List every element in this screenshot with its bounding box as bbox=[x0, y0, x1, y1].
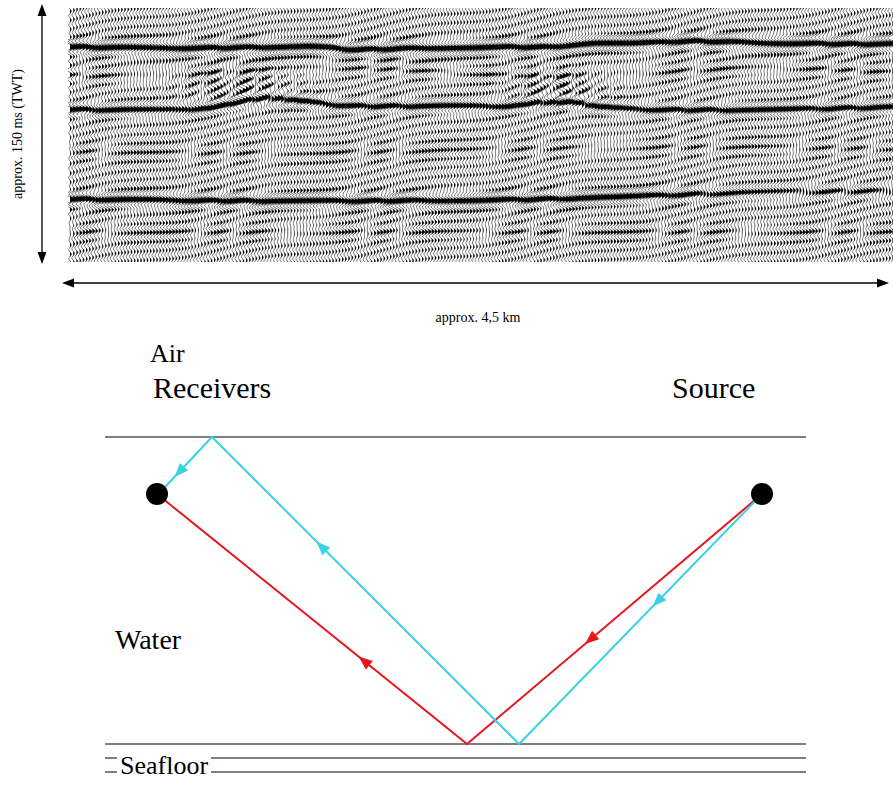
trace-wiggle bbox=[801, 8, 812, 262]
trace-wiggle bbox=[252, 8, 260, 262]
receiver-dot bbox=[146, 483, 168, 505]
trace-wiggle bbox=[819, 8, 826, 262]
trace-wiggle bbox=[689, 8, 699, 262]
trace-wiggle bbox=[353, 8, 364, 262]
trace-wiggle bbox=[683, 8, 695, 262]
trace-wiggle bbox=[149, 8, 157, 262]
ray-arrow bbox=[585, 631, 599, 644]
ghost-ray bbox=[165, 437, 762, 744]
trace-wiggle bbox=[619, 8, 631, 262]
axis-label: approx. 150 ms (TWT) bbox=[10, 69, 25, 199]
trace-wiggle bbox=[888, 8, 893, 262]
ray-arrow bbox=[316, 541, 330, 555]
trace-wiggle bbox=[676, 8, 687, 262]
trace-wiggle bbox=[708, 8, 719, 262]
trace-wiggle bbox=[606, 8, 618, 262]
trace-wiggle bbox=[798, 8, 809, 262]
ray-arrow bbox=[653, 593, 667, 607]
trace-wiggle bbox=[731, 8, 741, 262]
region-label: Water bbox=[115, 625, 181, 656]
region-label: Air bbox=[150, 340, 185, 369]
trace-fill bbox=[697, 8, 703, 262]
trace-wiggle bbox=[379, 8, 389, 262]
ray-arrow bbox=[174, 463, 188, 477]
dimension-line bbox=[41, 10, 42, 258]
region-label: Seafloor bbox=[117, 752, 211, 781]
trace-wiggle bbox=[735, 8, 745, 262]
source-dot bbox=[751, 483, 773, 505]
trace-wiggle bbox=[382, 8, 393, 262]
trace-wiggle bbox=[741, 8, 751, 262]
trace-wiggle bbox=[851, 8, 859, 262]
trace-wiggle bbox=[356, 8, 367, 262]
device-label: Source bbox=[672, 371, 755, 404]
trace-wiggle bbox=[884, 8, 893, 262]
trace-wiggle bbox=[728, 8, 738, 262]
trace-wiggle bbox=[612, 8, 623, 262]
ray-arrow bbox=[359, 657, 373, 670]
seismic-section bbox=[68, 8, 893, 262]
sea-surface bbox=[105, 437, 806, 438]
trace-wiggle bbox=[616, 8, 628, 262]
trace-wiggle bbox=[738, 8, 748, 262]
trace-wiggle bbox=[711, 8, 723, 262]
arrow-head bbox=[38, 252, 47, 264]
trace-wiggle bbox=[360, 8, 371, 262]
device-label: Receivers bbox=[153, 371, 271, 404]
trace-wiggle bbox=[648, 8, 658, 262]
trace-wiggle bbox=[609, 8, 620, 262]
trace-wiggle bbox=[721, 8, 732, 262]
trace-wiggle bbox=[751, 8, 761, 262]
trace-wiggle bbox=[645, 8, 655, 262]
trace-wiggle bbox=[159, 8, 166, 262]
trace-wiggle bbox=[651, 8, 660, 262]
trace-wiggle bbox=[804, 8, 815, 262]
trace-wiggle bbox=[82, 8, 90, 262]
trace-wiggle bbox=[156, 8, 164, 262]
seafloor-line bbox=[105, 744, 806, 745]
arrow-head bbox=[38, 4, 47, 16]
trace-wiggle bbox=[748, 8, 758, 262]
trace-wiggle bbox=[808, 8, 819, 262]
arrow-head bbox=[877, 279, 889, 288]
trace-wiggle bbox=[655, 8, 665, 262]
axis-label: approx. 4,5 km bbox=[436, 310, 521, 325]
trace-wiggle bbox=[686, 8, 697, 262]
arrow-head bbox=[62, 279, 74, 288]
trace-wiggle bbox=[641, 8, 652, 262]
trace-wiggle bbox=[718, 8, 729, 262]
trace-wiggle bbox=[680, 8, 691, 262]
dimension-line bbox=[70, 282, 882, 283]
trace-wiggle bbox=[744, 8, 754, 262]
trace-wiggle bbox=[385, 8, 397, 262]
trace-wiggle bbox=[153, 8, 161, 262]
primary-ray bbox=[157, 494, 762, 744]
